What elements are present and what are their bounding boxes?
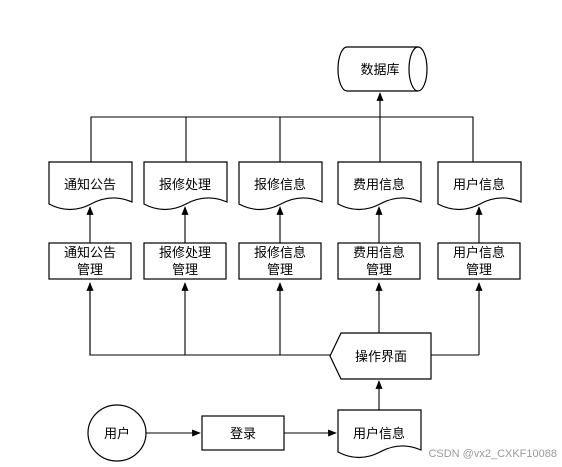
bottom-bus-left <box>89 283 331 356</box>
user-node: 用户 <box>87 404 147 462</box>
doc-repair-process: 报修处理 <box>143 161 228 211</box>
module-fee-info-line2: 管理 <box>366 263 392 278</box>
doc-notice: 通知公告 <box>48 161 133 211</box>
doc-repair-info-label: 报修信息 <box>254 177 306 193</box>
doc-fee-info: 费用信息 <box>337 161 422 211</box>
doc-user-info: 用户信息 <box>437 161 522 211</box>
module-repair-process-line2: 管理 <box>172 263 198 278</box>
module-fee-info-line1: 费用信息 <box>353 245 405 261</box>
database-node: 数据库 <box>337 46 428 92</box>
module-notice-line2: 管理 <box>77 263 103 278</box>
watermark: CSDN @vx2_CXKF10088 <box>428 448 557 460</box>
doc-repair-info: 报修信息 <box>238 161 323 211</box>
module-user-info: 用户信息 管理 <box>437 242 521 280</box>
module-notice: 通知公告 管理 <box>48 242 132 280</box>
module-repair-process: 报修处理 管理 <box>143 242 227 280</box>
module-repair-info: 报修信息 管理 <box>238 242 322 280</box>
doc-notice-label: 通知公告 <box>64 177 116 193</box>
interface-node: 操作界面 <box>329 332 432 380</box>
database-label: 数据库 <box>360 62 399 78</box>
module-user-info-line1: 用户信息 <box>453 245 505 261</box>
doc-user-info-label: 用户信息 <box>453 177 505 193</box>
doc-fee-info-label: 费用信息 <box>353 177 405 193</box>
user-label: 用户 <box>104 426 130 442</box>
module-repair-info-line2: 管理 <box>267 263 293 278</box>
login-node: 登录 <box>201 415 285 451</box>
module-user-info-line2: 管理 <box>466 263 492 278</box>
doc-user-info-bottom-label: 用户信息 <box>353 426 405 442</box>
module-fee-info: 费用信息 管理 <box>337 242 421 280</box>
doc-repair-process-label: 报修处理 <box>159 178 211 193</box>
interface-label: 操作界面 <box>355 349 407 365</box>
module-repair-process-line1: 报修处理 <box>159 246 211 261</box>
top-bus-line <box>90 116 474 162</box>
module-notice-line1: 通知公告 <box>64 245 116 261</box>
doc-user-info-bottom: 用户信息 <box>337 409 422 459</box>
login-label: 登录 <box>230 427 256 442</box>
module-repair-info-line1: 报修信息 <box>254 245 306 261</box>
